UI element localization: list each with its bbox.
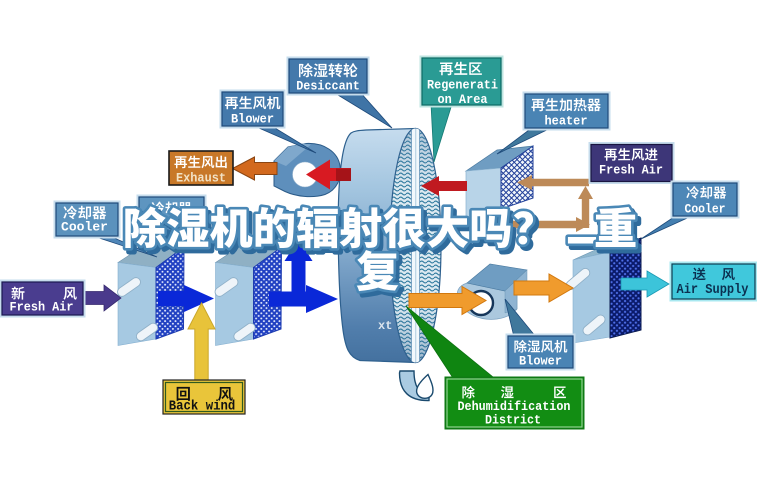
svg-text:on Area: on Area bbox=[438, 92, 488, 107]
svg-text:Fresh Air: Fresh Air bbox=[10, 300, 74, 315]
svg-text:District: District bbox=[485, 413, 541, 428]
svg-text:Cooler: Cooler bbox=[61, 220, 108, 235]
svg-text:heater: heater bbox=[545, 114, 588, 129]
svg-text:Dehumidification: Dehumidification bbox=[458, 399, 571, 414]
svg-text:Blower: Blower bbox=[231, 112, 274, 127]
svg-text:Air Supply: Air Supply bbox=[677, 283, 749, 298]
svg-text:Exhaust: Exhaust bbox=[176, 171, 226, 186]
svg-text:Blower: Blower bbox=[519, 354, 562, 369]
svg-text:Cooler: Cooler bbox=[685, 202, 726, 217]
svg-text:xt: xt bbox=[378, 319, 392, 333]
svg-text:Back wind: Back wind bbox=[169, 399, 236, 415]
svg-text:Fresh Air: Fresh Air bbox=[599, 163, 663, 178]
svg-text:Desiccant: Desiccant bbox=[296, 79, 360, 94]
svg-text:Regenerati: Regenerati bbox=[427, 78, 498, 93]
